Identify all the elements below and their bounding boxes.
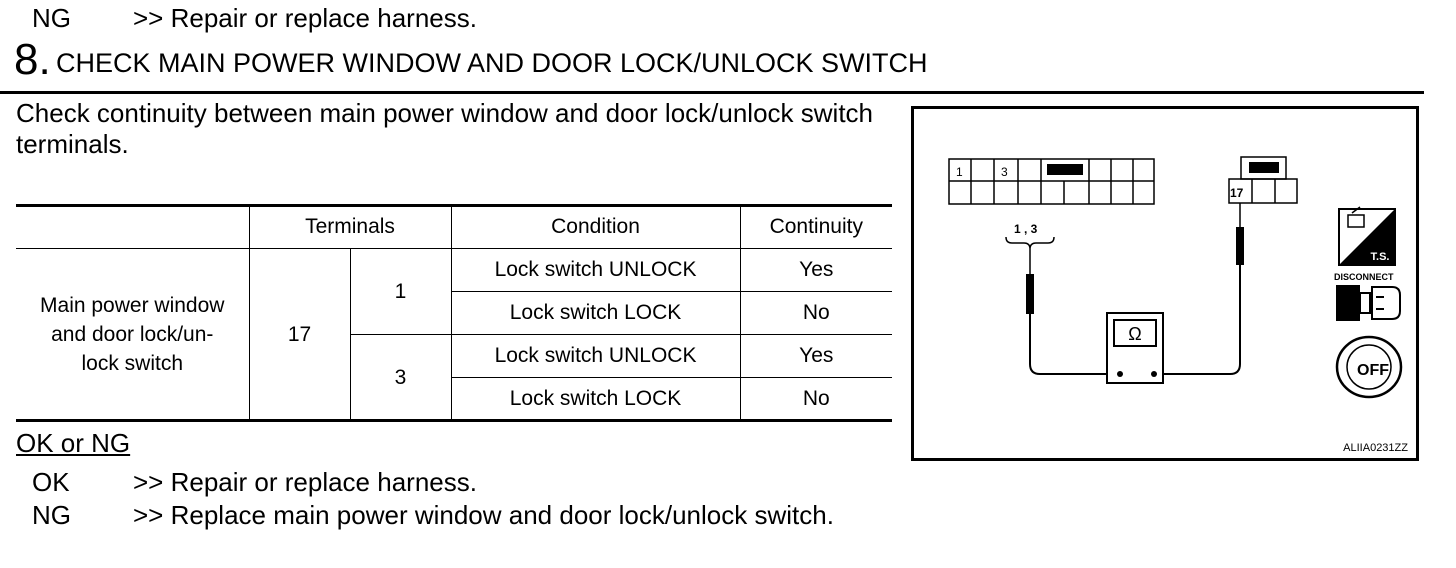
left-connector (948, 158, 1155, 205)
previous-result-key: NG (32, 3, 71, 33)
terminal-probe-icon: T.S. (1338, 206, 1396, 266)
wiring-figure: 1 3 17 1 , 3 Ω (911, 106, 1419, 461)
ignition-off-key-icon: OFF (1335, 335, 1403, 399)
header-continuity: Continuity (739, 205, 893, 249)
previous-result-text: >> Repair or replace harness. (133, 3, 477, 33)
probe-bracket (1005, 236, 1055, 250)
condition-cell: Lock switch UNLOCK (450, 247, 741, 292)
step-title: CHECK MAIN POWER WINDOW AND DOOR LOCK/UN… (56, 48, 928, 78)
component-line: and door lock/un- (51, 322, 214, 346)
ts-label: T.S. (1371, 251, 1390, 263)
component-cell: Main power window and door lock/un- lock… (16, 247, 250, 421)
right-connector-latch (1249, 162, 1279, 173)
result-ng-key: NG (32, 500, 71, 530)
table-row: Lock switch LOCK No (16, 376, 893, 421)
wiring-diagram: 1 3 17 1 , 3 Ω (948, 156, 1403, 399)
condition-cell: Lock switch LOCK (450, 290, 741, 335)
ohmmeter-display (1113, 319, 1157, 347)
continuity-cell: No (739, 290, 893, 335)
common-terminal-cell: 17 (248, 247, 351, 421)
probe-label: 1 , 3 (1014, 222, 1038, 236)
continuity-cell: No (739, 376, 893, 421)
disconnect-connector-icon (1336, 285, 1401, 321)
continuity-table: Terminals Condition Continuity Main powe… (16, 205, 893, 421)
right-probe (1236, 227, 1244, 265)
connector-right-label: 17 (1230, 186, 1244, 200)
connector-left-label-3: 3 (1001, 165, 1008, 179)
table-bottom-rule (16, 419, 892, 422)
ohm-symbol: Ω (1128, 324, 1141, 344)
left-connector-latch (1047, 164, 1083, 175)
terminal-cell: 3 (349, 333, 452, 421)
table-row: Lock switch LOCK No (16, 290, 893, 335)
header-divider (0, 91, 1424, 94)
continuity-cell: Yes (739, 247, 893, 292)
table-header-row: Terminals Condition Continuity (16, 205, 893, 249)
continuity-cell: Yes (739, 333, 893, 378)
right-connector (1228, 156, 1298, 204)
step-number: 8. (14, 35, 51, 84)
left-probe (1026, 274, 1034, 314)
table-row: 3 Lock switch UNLOCK Yes (16, 333, 893, 421)
off-label: OFF (1357, 362, 1389, 379)
result-ok-key: OK (32, 467, 70, 497)
component-line: Main power window (40, 293, 225, 317)
disconnect-label: DISCONNECT (1334, 272, 1394, 282)
header-condition: Condition (450, 205, 741, 249)
condition-cell: Lock switch UNLOCK (450, 333, 741, 378)
condition-cell: Lock switch LOCK (450, 376, 741, 421)
table-header-blank (16, 205, 250, 249)
step-instruction: Check continuity between main power wind… (16, 98, 873, 159)
result-ng-text: >> Replace main power window and door lo… (133, 500, 834, 530)
terminal-cell: 1 (349, 247, 452, 335)
ok-or-ng-heading: OK or NG (16, 428, 131, 458)
result-ok-text: >> Repair or replace harness. (133, 467, 477, 497)
header-terminals: Terminals (248, 205, 452, 249)
table-row: Main power window and door lock/un- lock… (16, 247, 893, 421)
component-line: lock switch (81, 351, 184, 375)
figure-code: ALIIA0231ZZ (1343, 442, 1408, 454)
connector-left-label-1: 1 (956, 165, 963, 179)
